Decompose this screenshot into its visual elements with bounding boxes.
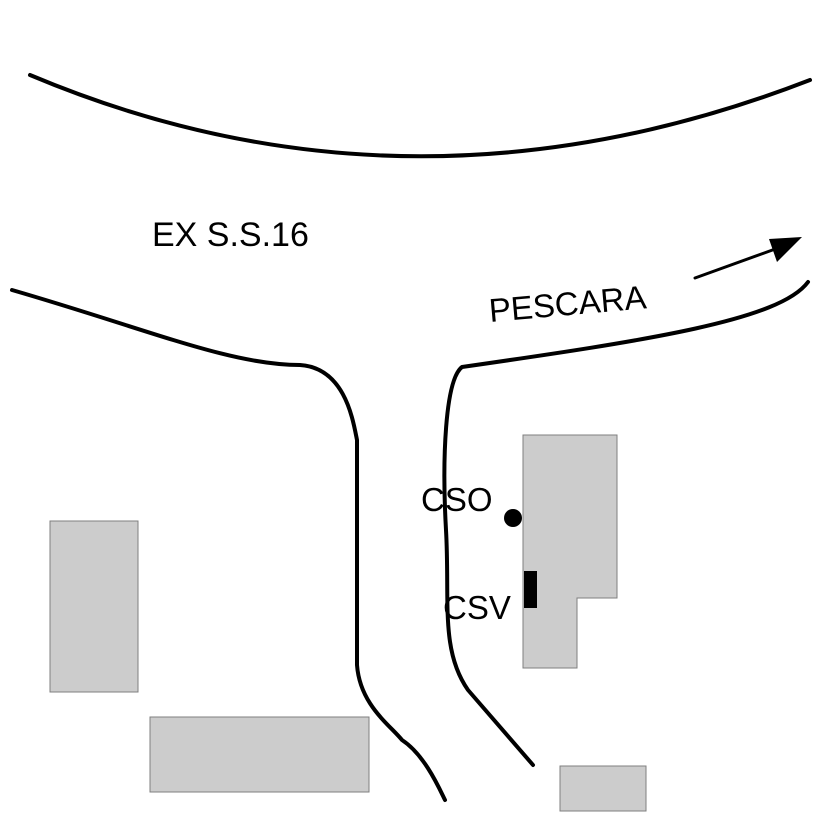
road-edge-south-west — [10, 288, 447, 802]
cso-marker-icon — [504, 509, 522, 527]
road-edge-south-east — [442, 280, 810, 767]
building-south-east — [559, 765, 647, 812]
csv-label: CSV — [443, 589, 511, 626]
arrow-right-icon — [693, 237, 802, 280]
road-label: EX S.S.16 — [152, 216, 309, 254]
building-east — [522, 434, 618, 669]
csv-marker-icon — [524, 571, 537, 608]
building-south-west — [149, 716, 370, 793]
cso-label: CSO — [421, 481, 493, 518]
road-edge-north — [28, 73, 812, 159]
direction-label: PESCARA — [487, 278, 647, 329]
building-west — [49, 520, 139, 693]
